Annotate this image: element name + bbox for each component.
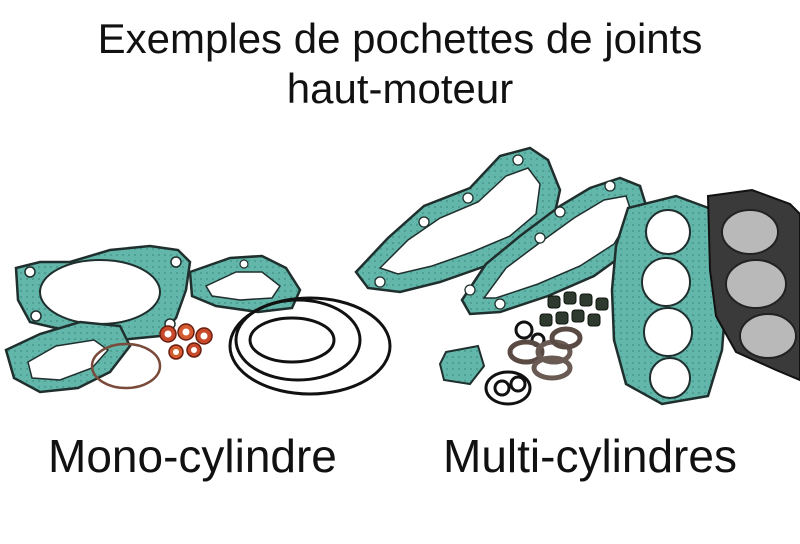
title-line-1: Exemples de pochettes de joints: [97, 15, 703, 62]
valve-stem-seals: [539, 291, 609, 327]
mono-head-gasket: [14, 244, 192, 342]
mono-exhaust-gasket: [188, 254, 302, 314]
mono-cylinder-kit: [4, 244, 392, 396]
title-line-2: haut-moteur: [286, 65, 514, 112]
multi-cylinder-kit: [354, 146, 800, 406]
gasket-kits-illustration: [4, 146, 800, 406]
multi-flange-gasket: [438, 344, 486, 386]
multi-small-seals: [484, 320, 583, 406]
multi-steel-head-gasket: [706, 188, 800, 382]
mono-o-rings: [228, 296, 392, 396]
mono-thin-ring: [90, 342, 162, 390]
mono-cylinder-label: Mono-cylindre: [48, 430, 337, 482]
page-title: Exemples de pochettes de joints haut-mot…: [0, 14, 800, 114]
copper-washers: [159, 323, 213, 360]
mono-base-gasket: [4, 320, 132, 394]
multi-head-gasket: [610, 194, 728, 406]
multi-cylinder-label: Multi-cylindres: [443, 430, 737, 482]
valve-cover-gaskets: [354, 146, 650, 316]
